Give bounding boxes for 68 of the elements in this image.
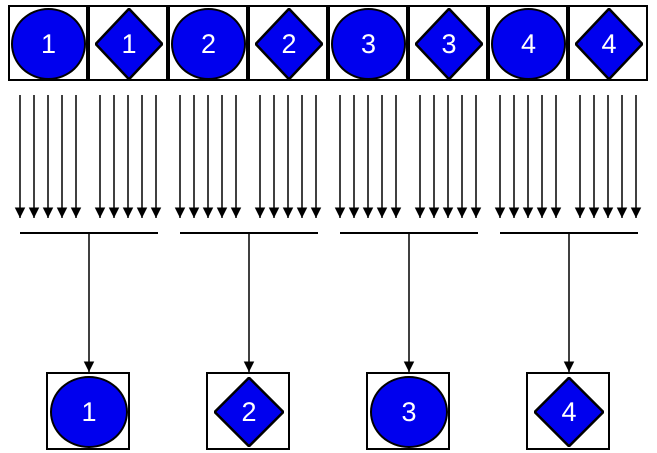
arrow [14,95,26,218]
number-label: 4 [520,30,536,58]
arrow [254,95,266,218]
arrow [630,95,642,218]
arrow [268,95,280,218]
arrow [202,95,214,218]
cell-box [408,5,488,81]
arrow [28,95,40,218]
arrow [536,95,548,218]
number-label: 2 [281,30,297,58]
cell-box [568,5,648,81]
number-label: 3 [401,398,417,426]
diamond-node [214,377,284,447]
cell-box [206,372,290,450]
arrow [310,95,322,218]
arrow [404,234,414,372]
number-label: 1 [121,30,137,58]
arrow [174,95,186,218]
arrow [136,95,148,218]
arrow [428,95,440,218]
number-label: 2 [200,30,216,58]
arrow [574,95,586,218]
arrow [296,95,308,218]
diamond-node [255,8,323,80]
diamond-node [415,8,483,80]
number-label: 2 [241,398,257,426]
cell-box [88,5,168,81]
arrow [348,95,360,218]
arrow [244,234,254,372]
number-label: 4 [601,30,617,58]
diamond-node [575,8,643,80]
arrow [42,95,54,218]
arrow [56,95,68,218]
number-label: 1 [81,398,97,426]
arrow [390,95,402,218]
diamond-node [95,8,163,80]
arrow [150,95,162,218]
arrow [94,95,106,218]
arrow [494,95,506,218]
arrow [282,95,294,218]
arrow [216,95,228,218]
arrow [230,95,242,218]
number-label: 1 [40,30,56,58]
arrow [362,95,374,218]
arrow [550,95,562,218]
arrow [70,95,82,218]
arrow [616,95,628,218]
arrow [188,95,200,218]
number-label: 3 [441,30,457,58]
arrow [456,95,468,218]
arrow [602,95,614,218]
arrow [470,95,482,218]
arrow [522,95,534,218]
cell-box [526,372,610,450]
number-label: 3 [360,30,376,58]
arrow [588,95,600,218]
cell-box [248,5,328,81]
arrow [334,95,346,218]
arrow [122,95,134,218]
arrow [414,95,426,218]
arrow [108,95,120,218]
arrow [84,234,94,372]
arrow [376,95,388,218]
diamond-node [534,377,604,447]
arrow [442,95,454,218]
arrow [508,95,520,218]
number-label: 4 [561,398,577,426]
arrow [564,234,574,372]
